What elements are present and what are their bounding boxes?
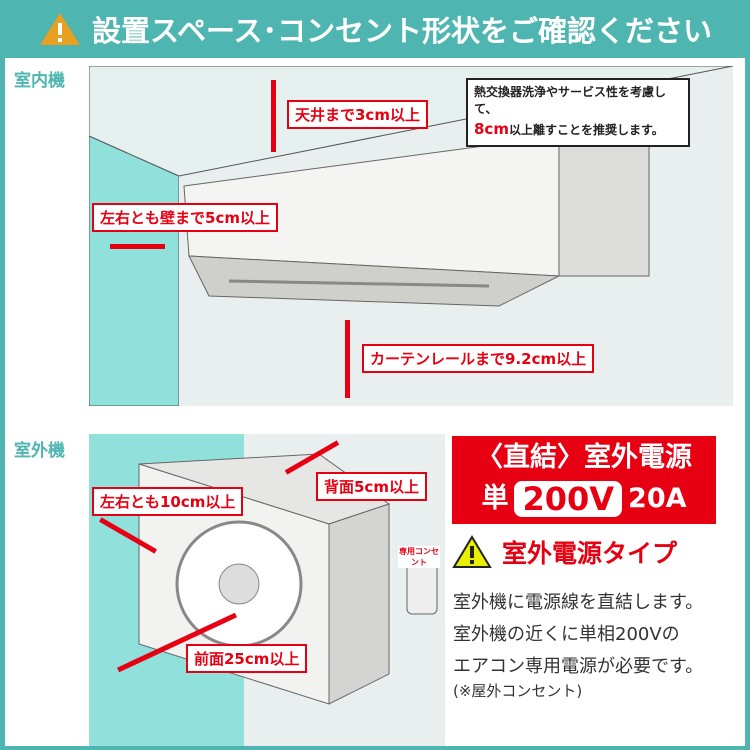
wall-arrow [110, 244, 165, 249]
power-desc-2: 室外機の近くに単相200Vの [453, 624, 680, 645]
curtain-clearance-label: カーテンレールまで9.2cm以上 [362, 344, 595, 373]
voltage-badge: 200V [514, 481, 623, 517]
power-line-1: 〈直結〉室外電源 [476, 442, 692, 473]
wall-clearance-label: 左右とも壁まで5cm以上 [92, 203, 278, 232]
indoor-ac-illustration [89, 66, 733, 406]
outdoor-section-label: 室外機 [14, 441, 65, 461]
warning-icon [452, 535, 492, 568]
outlet-tag: 専用コンセント [398, 546, 440, 568]
ampere: 20A [628, 483, 687, 514]
power-desc-1: 室外機に電源線を直結します。 [453, 592, 704, 613]
warning-icon [39, 13, 80, 45]
power-desc-3: エアコン専用電源が必要です。 [453, 656, 704, 677]
power-type-label: 室外電源タイプ [502, 539, 678, 568]
curtain-arrow [345, 320, 350, 398]
sides-clearance-label: 左右とも10cm以上 [92, 487, 244, 516]
note-line-2: 以上離すことを推奨します。 [508, 122, 664, 137]
ceiling-clearance-label: 天井まで3cm以上 [287, 100, 428, 129]
power-desc-4: (※屋外コンセント) [453, 682, 583, 700]
front-clearance-label: 前面25cm以上 [186, 644, 308, 673]
note-highlight: 8cm [474, 119, 509, 138]
note-line-1: 熱交換器洗浄やサービス性を考慮して、 [474, 85, 667, 117]
power-type: 室外電源タイプ [452, 534, 677, 570]
ceiling-arrow [271, 80, 276, 152]
cleaning-note: 熱交換器洗浄やサービス性を考慮して、 8cm以上離すことを推奨します。 [466, 78, 690, 147]
title-text: 設置スペース･コンセント形状をご確認ください [91, 14, 713, 48]
page-title: 設置スペース･コンセント形状をご確認ください [0, 0, 750, 58]
single-phase: 単 [481, 483, 509, 514]
indoor-section-label: 室内機 [14, 71, 65, 91]
back-clearance-label: 背面5cm以上 [316, 472, 427, 501]
